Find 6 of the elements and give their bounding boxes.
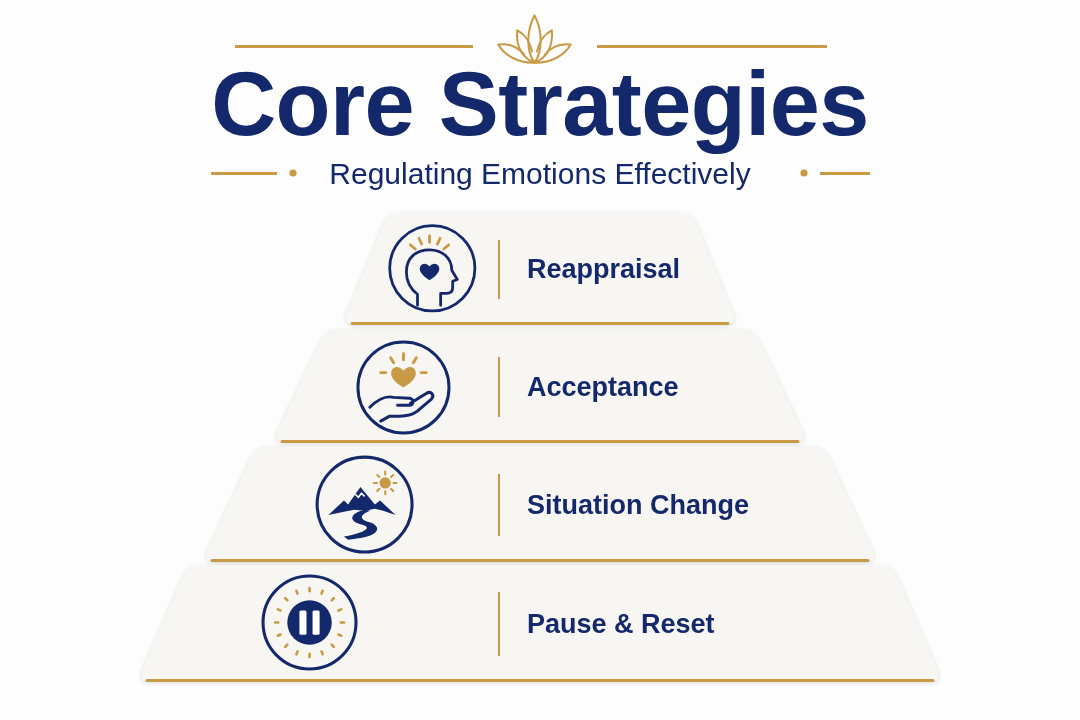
tier-label: Reappraisal (527, 253, 681, 285)
subtitle: Regulating Emotions Effectively (329, 157, 751, 191)
tier-label: Situation Change (527, 488, 749, 521)
tier-label: Pause & Reset (527, 607, 715, 640)
title: Core Strategies (211, 66, 869, 156)
tier-label: Acceptance (527, 370, 679, 403)
